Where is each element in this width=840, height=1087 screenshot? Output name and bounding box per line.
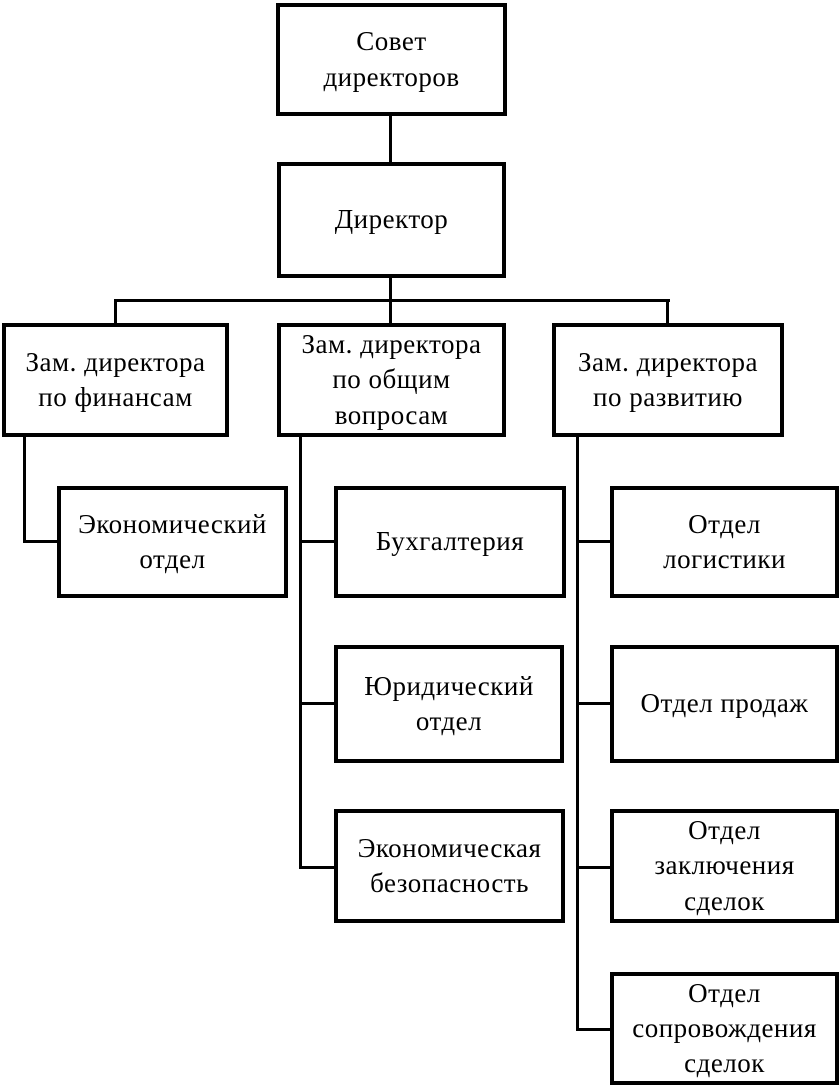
connector-finance-branch xyxy=(23,437,26,543)
connector-stub-logistics xyxy=(576,540,610,543)
connector-drop-finance xyxy=(114,299,117,323)
org-box-label: Зам. директора по финансам xyxy=(25,346,206,412)
org-box-board-of-directors: Совет директоров xyxy=(276,3,507,116)
org-box-director: Директор xyxy=(277,162,506,278)
org-box-label: Директор xyxy=(334,204,449,235)
connector-stub-economic-dept xyxy=(23,540,57,543)
org-box-deputy-development: Зам. директора по развитию xyxy=(552,323,784,437)
org-box-label: Совет директоров xyxy=(323,26,460,92)
org-box-label: Отдел заключения сделок xyxy=(654,815,795,916)
org-box-label: Отдел продаж xyxy=(640,688,809,719)
connector-stub-sales xyxy=(576,702,610,705)
connector-board-director xyxy=(389,115,392,162)
connector-drop-general xyxy=(389,299,392,323)
connector-stub-deal-conclusion xyxy=(576,866,610,869)
org-box-label: Экономическая безопасность xyxy=(357,832,542,898)
org-box-legal-department: Юридический отдел xyxy=(334,645,564,763)
org-box-economic-department: Экономический отдел xyxy=(57,486,288,598)
org-box-label: Экономический отдел xyxy=(78,508,267,574)
org-box-label: Отдел логистики xyxy=(663,508,786,574)
connector-stub-econ-security xyxy=(299,866,334,869)
org-box-deal-conclusion-department: Отдел заключения сделок xyxy=(610,809,839,923)
connector-development-branch xyxy=(576,437,579,1031)
org-box-deputy-finance: Зам. директора по финансам xyxy=(2,323,229,437)
org-box-label: Зам. директора по развитию xyxy=(578,346,758,412)
org-box-deal-support-department: Отдел сопровождения сделок xyxy=(610,972,839,1085)
connector-stub-legal xyxy=(299,702,334,705)
connector-stub-deal-support xyxy=(576,1028,610,1031)
org-box-sales-department: Отдел продаж xyxy=(610,645,839,763)
org-box-accounting: Бухгалтерия xyxy=(334,486,566,598)
connector-drop-development xyxy=(666,299,669,323)
org-box-economic-security: Экономическая безопасность xyxy=(334,809,565,923)
org-box-label: Отдел сопровождения сделок xyxy=(632,977,817,1079)
org-box-label: Бухгалтерия xyxy=(375,526,525,557)
connector-stub-accounting xyxy=(299,540,334,543)
connector-horizontal-rail xyxy=(114,299,670,302)
connector-general-branch xyxy=(299,437,302,869)
connector-director-rail xyxy=(389,278,392,302)
org-box-deputy-general-affairs: Зам. директора по общим вопросам xyxy=(277,323,506,437)
org-box-label: Зам. директора по общим вопросам xyxy=(301,329,482,430)
org-box-logistics-department: Отдел логистики xyxy=(610,486,839,598)
org-box-label: Юридический отдел xyxy=(364,670,534,736)
